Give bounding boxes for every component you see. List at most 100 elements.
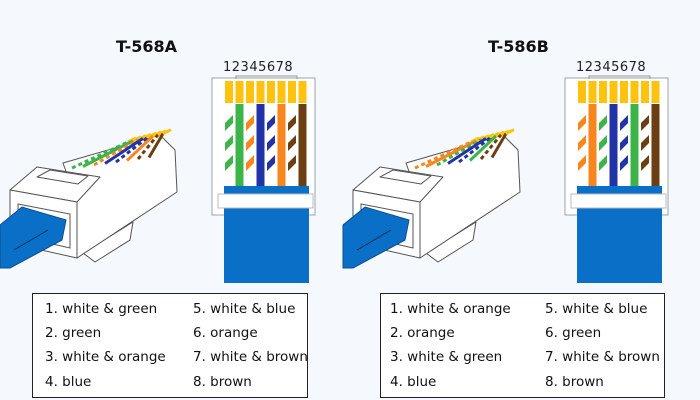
pin-contact	[256, 81, 265, 103]
pin-contact	[246, 81, 254, 103]
pin-contact	[298, 81, 307, 103]
pin-contact	[288, 81, 296, 103]
angled-wire	[490, 132, 508, 159]
legend-item: 8. brown	[193, 374, 252, 390]
pin-contact	[588, 81, 597, 103]
legend-item: 5. white & blue	[545, 301, 648, 317]
angled-wire	[125, 134, 155, 162]
title-t568b: T-586B	[488, 37, 549, 56]
pin-contact	[267, 81, 275, 103]
wire-solid	[256, 104, 265, 187]
wire-stripe	[225, 155, 233, 171]
cable	[342, 206, 410, 269]
wire-stripe	[599, 155, 607, 171]
wire-solid	[588, 104, 597, 187]
wire-solid	[630, 104, 639, 187]
legend-item: 5. white & blue	[193, 301, 296, 317]
wire-stripe	[620, 135, 628, 151]
angled-wire	[71, 140, 129, 170]
legend-item: 3. white & orange	[45, 349, 166, 365]
wire-solid	[651, 104, 660, 187]
legend-item: 2. orange	[390, 325, 455, 341]
front-plug	[211, 75, 316, 283]
angled-wire	[104, 137, 144, 165]
angled-wire	[82, 139, 134, 168]
pin-numbers-a: 12345678	[223, 60, 294, 75]
pin-bracket	[588, 75, 651, 79]
wire-stripe	[267, 135, 275, 151]
pin-numbers-b: 12345678	[576, 60, 647, 75]
pin-contact	[630, 81, 639, 103]
angled-wire	[147, 132, 165, 159]
legend-item: 6. green	[545, 325, 602, 341]
pin-contact	[235, 81, 244, 103]
wire-stripe	[225, 115, 233, 131]
wire-stripe	[599, 115, 607, 131]
cable-collar	[217, 193, 314, 209]
wire-stripe	[267, 155, 275, 171]
legend-item: 8. brown	[545, 374, 604, 390]
pin-bracket	[235, 75, 298, 79]
legend-item: 6. orange	[193, 325, 258, 341]
legend-item: 1. white & green	[45, 301, 158, 317]
front-plug	[564, 75, 669, 283]
cable-line	[13, 229, 49, 251]
pin-contact	[609, 81, 618, 103]
cable	[0, 206, 67, 269]
pin-contact	[651, 81, 660, 103]
wire-stripe	[288, 135, 296, 151]
legend-item: 4. blue	[390, 374, 437, 390]
legend-item: 2. green	[45, 325, 102, 341]
legend-t568b: 1. white & orange 2. orange 3. white & g…	[380, 293, 665, 398]
wire-stripe	[578, 115, 586, 131]
angled-wire	[414, 140, 472, 170]
wire-stripe	[267, 115, 275, 131]
cable-collar	[570, 193, 667, 209]
legend-item: 7. white & brown	[545, 349, 660, 365]
wire-stripe	[578, 155, 586, 171]
plug-top-window	[36, 169, 89, 185]
angled-wire	[93, 138, 139, 167]
angled-wire	[447, 137, 487, 165]
pin-contact	[599, 81, 607, 103]
plug-top-window	[379, 169, 432, 185]
wire-solid	[235, 104, 244, 187]
angled-plug	[0, 128, 178, 269]
angled-wire	[425, 139, 477, 168]
angled-wire	[436, 138, 482, 167]
pin-contact	[578, 81, 586, 103]
legend-item: 3. white & green	[390, 349, 503, 365]
legend-t568a: 1. white & green 2. green 3. white & ora…	[32, 293, 308, 398]
angled-wire	[479, 133, 503, 160]
legend-item: 4. blue	[45, 374, 92, 390]
angled-pin	[505, 128, 515, 135]
wire-stripe	[578, 135, 586, 151]
wire-stripe	[620, 115, 628, 131]
angled-wire	[136, 133, 160, 160]
wire-solid	[277, 104, 286, 187]
wire-stripe	[288, 155, 296, 171]
wire-stripe	[246, 155, 254, 171]
title-t568a: T-568A	[116, 37, 177, 56]
wire-stripe	[641, 115, 649, 131]
pin-contact	[277, 81, 286, 103]
angled-pin	[162, 128, 172, 135]
wire-stripe	[246, 135, 254, 151]
cable-line	[356, 229, 392, 251]
legend-item: 7. white & brown	[193, 349, 308, 365]
wire-stripe	[641, 135, 649, 151]
legend-item: 1. white & orange	[390, 301, 511, 317]
pin-contact	[641, 81, 649, 103]
pin-contact	[225, 81, 233, 103]
wire-stripe	[225, 135, 233, 151]
wire-stripe	[620, 155, 628, 171]
angled-plug	[342, 128, 521, 269]
wire-stripe	[288, 115, 296, 131]
wire-stripe	[599, 135, 607, 151]
wire-stripe	[641, 155, 649, 171]
angled-wire	[468, 134, 498, 162]
pin-contact	[620, 81, 628, 103]
wire-stripe	[246, 115, 254, 131]
wire-solid	[609, 104, 618, 187]
